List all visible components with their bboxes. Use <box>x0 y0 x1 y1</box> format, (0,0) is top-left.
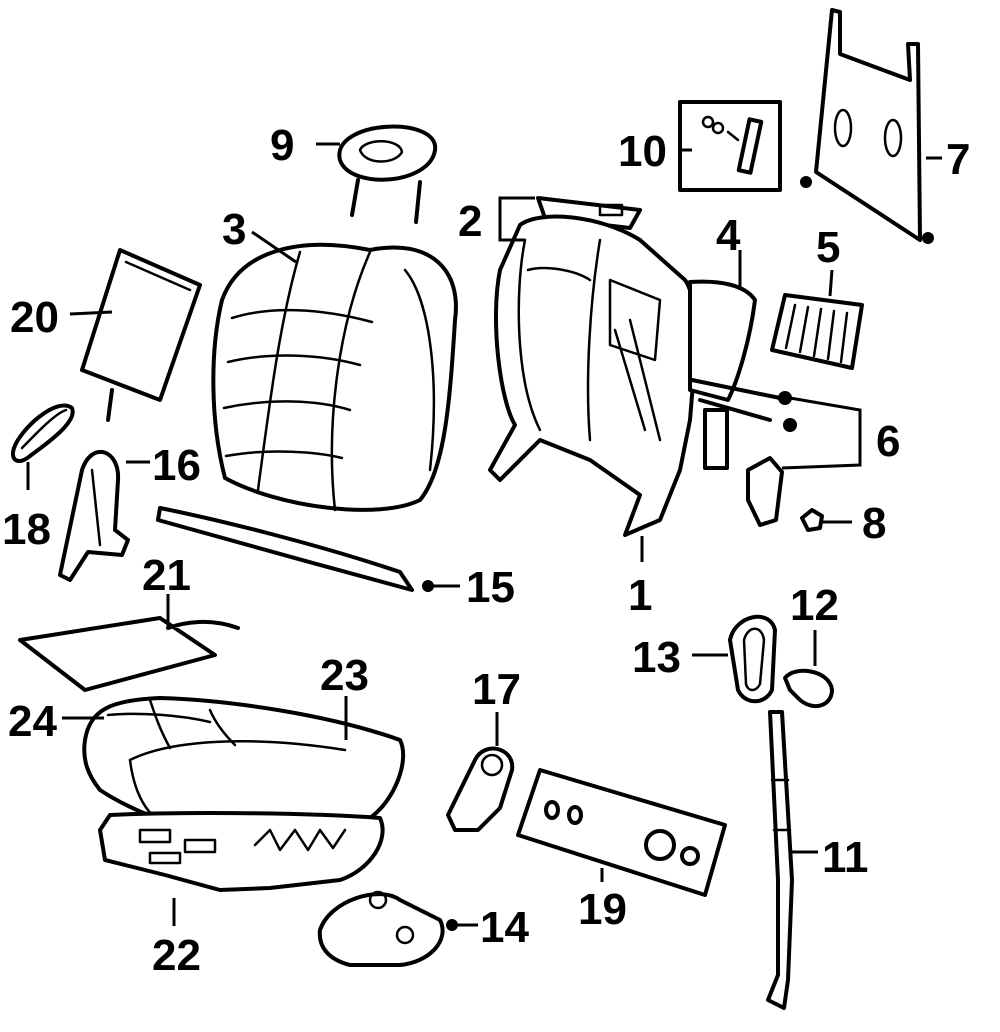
callout-16: 16 <box>152 441 201 490</box>
callout-13: 13 <box>632 633 681 682</box>
callout-3: 3 <box>222 205 246 254</box>
part-cable-assembly <box>766 710 794 1010</box>
callout-1: 1 <box>628 571 652 620</box>
callout-5: 5 <box>816 223 840 272</box>
part-seat-frame <box>98 811 385 892</box>
callout-23: 23 <box>320 651 369 700</box>
part-lever-knob <box>783 668 834 709</box>
part-headrest <box>337 124 438 224</box>
callout-12: 12 <box>790 581 839 630</box>
part-lumbar-strap <box>11 403 75 464</box>
part-handle <box>728 614 777 704</box>
part-back-board <box>80 248 202 422</box>
callout-14: 14 <box>480 903 529 952</box>
callout-18: 18 <box>2 505 51 554</box>
part-heater-pad <box>18 616 240 692</box>
callout-2: 2 <box>458 197 482 246</box>
callout-15: 15 <box>466 563 515 612</box>
part-seat-cushion <box>82 696 406 844</box>
part-seat-back-panel <box>800 8 934 244</box>
part-knob <box>800 508 824 532</box>
part-frame-bracket <box>536 196 642 230</box>
callout-17: 17 <box>472 665 521 714</box>
part-switch-panel <box>516 768 727 897</box>
part-seat-back-cover <box>211 242 458 512</box>
callout-8: 8 <box>862 499 886 548</box>
part-trim-panel <box>770 293 864 370</box>
callout-9: 9 <box>270 121 294 170</box>
part-side-trim <box>58 449 130 582</box>
part-seat-back-frame <box>488 214 729 537</box>
part-side-shield <box>688 279 757 402</box>
callout-22: 22 <box>152 931 201 980</box>
callout-19: 19 <box>578 885 627 934</box>
part-support-rod <box>156 506 434 592</box>
leader-lines <box>26 142 942 927</box>
callout-24: 24 <box>8 697 57 746</box>
callout-labels: 1 2 3 4 5 6 7 8 9 10 11 12 13 14 15 16 1… <box>2 121 970 980</box>
part-recliner-hardware <box>690 378 797 527</box>
callout-4: 4 <box>716 211 741 260</box>
part-hardware-kit <box>678 100 782 192</box>
callout-7: 7 <box>946 135 970 184</box>
callout-10: 10 <box>618 127 667 176</box>
callout-20: 20 <box>10 293 59 342</box>
callout-6: 6 <box>876 417 900 466</box>
callout-21: 21 <box>142 551 191 600</box>
callout-11: 11 <box>822 833 869 882</box>
part-motor-base <box>317 890 458 967</box>
part-recliner-bracket <box>446 746 515 832</box>
